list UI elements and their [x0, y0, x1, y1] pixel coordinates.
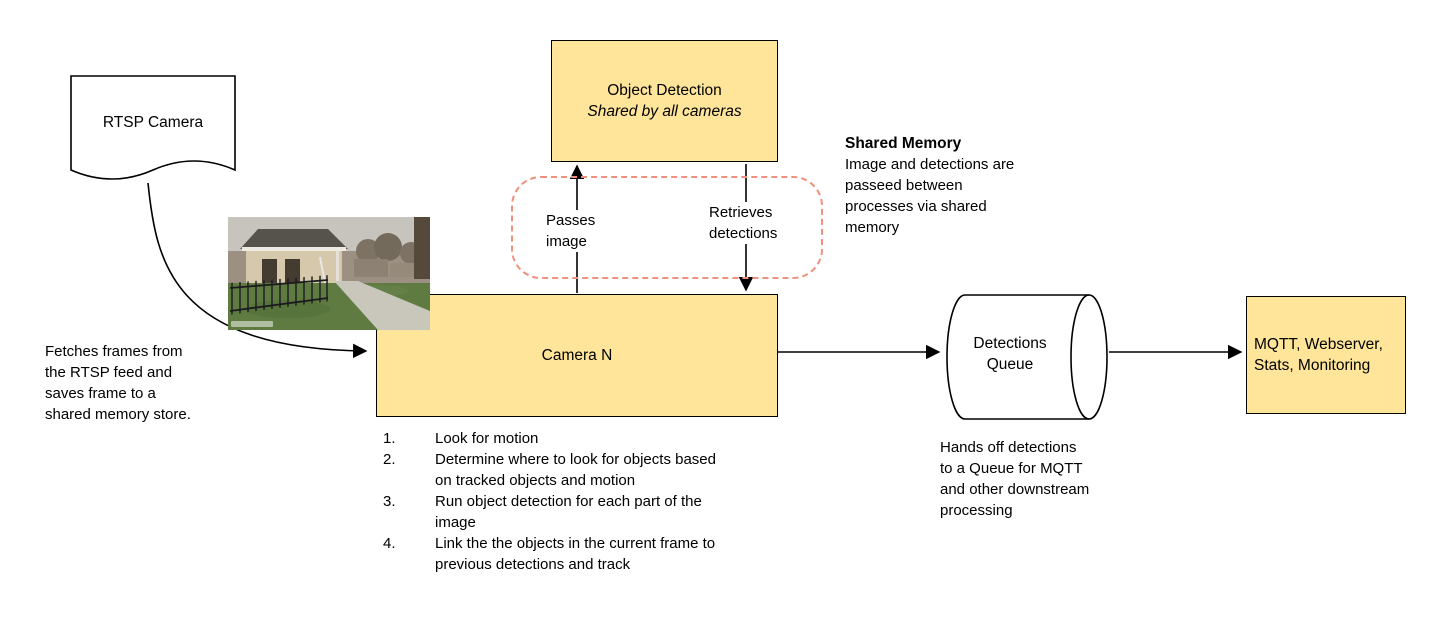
background-house: [354, 259, 388, 277]
camera-n-label: Camera N: [541, 347, 613, 364]
house-door: [285, 259, 300, 285]
object-detection-node: Object Detection Shared by all cameras: [551, 40, 778, 162]
house-door: [262, 259, 277, 285]
step-text: Link the the objects in the current fram…: [435, 535, 716, 573]
camera-snapshot-scene: [228, 217, 430, 330]
queue-handoff-note: Hands off detections to a Queue for MQTT…: [940, 439, 1090, 519]
detections-queue-label: Detections Queue: [973, 335, 1047, 373]
list-item: 4. Link the the objects in the current f…: [383, 533, 735, 575]
step-text: Run object detection for each part of th…: [435, 493, 702, 531]
camera-n-node: Camera N: [376, 294, 778, 417]
step-text: Look for motion: [435, 430, 539, 447]
white-pole: [319, 256, 326, 284]
rtsp-document-shape: [70, 75, 236, 180]
porch-post: [414, 217, 430, 279]
tree: [374, 233, 402, 261]
fetch-frames-note: Fetches frames from the RTSP feed and sa…: [45, 343, 191, 423]
shared-memory-note-title: Shared Memory: [845, 135, 962, 152]
shared-memory-note-body: Image and detections are passeed between…: [845, 156, 1015, 236]
object-detection-title: Object Detection: [607, 82, 722, 99]
retrieves-detections-edge-label: Retrieves detections: [707, 202, 797, 244]
rtsp-to-camera-arrow: [147, 182, 368, 359]
house-fascia: [242, 247, 346, 251]
object-detection-subtitle: Shared by all cameras: [587, 103, 742, 120]
rtsp-camera-label: RTSP Camera: [102, 114, 204, 131]
mqtt-node-label: MQTT, Webserver, Stats, Monitoring: [1254, 336, 1383, 374]
camera-steps-list: 1. Look for motion 2. Determine where to…: [383, 428, 735, 575]
passes-image-edge-label: Passes image: [544, 210, 612, 252]
camera-snapshot-image: [228, 217, 430, 330]
tree: [356, 239, 380, 263]
shared-memory-note: Shared Memory Image and detections are p…: [845, 133, 1027, 238]
list-item: 3. Run object detection for each part of…: [383, 491, 735, 533]
mqtt-node: MQTT, Webserver, Stats, Monitoring: [1246, 296, 1406, 414]
step-text: Determine where to look for objects base…: [435, 451, 716, 489]
house-roof: [240, 229, 348, 249]
downspout: [336, 251, 339, 285]
sidewalk: [334, 281, 430, 330]
detections-queue-cap-line: [1070, 294, 1090, 420]
snapshot-timestamp: [231, 321, 273, 327]
step-number: 2.: [383, 451, 396, 468]
step-number: 3.: [383, 493, 396, 510]
lawn-shade: [246, 300, 330, 318]
list-item: 1. Look for motion: [383, 428, 735, 449]
step-number: 4.: [383, 535, 396, 552]
shared-memory-region: [511, 176, 823, 279]
step-number: 1.: [383, 430, 396, 447]
background-house: [390, 263, 416, 277]
list-item: 2. Determine where to look for objects b…: [383, 449, 735, 491]
